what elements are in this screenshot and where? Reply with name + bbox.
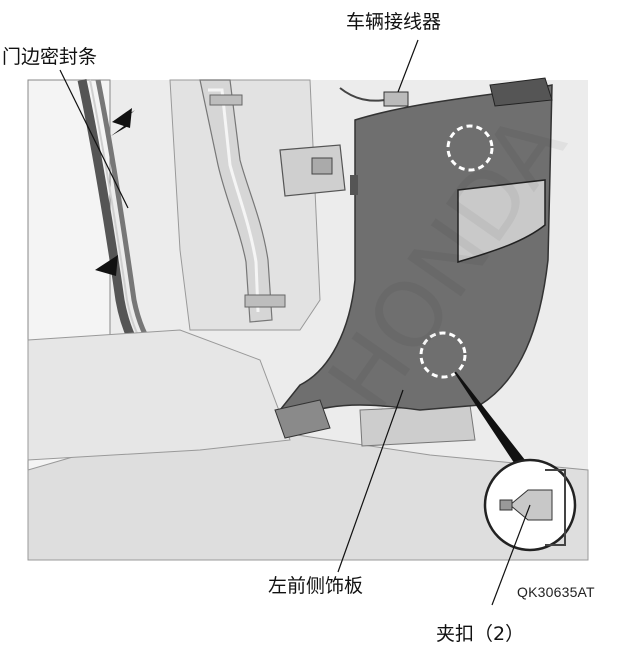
sill-step — [27, 329, 291, 461]
leader-clip — [491, 504, 531, 606]
seal-arrow-lower-head — [95, 255, 118, 276]
clip-detail-stem — [499, 499, 513, 511]
pipe-clamp-bottom — [244, 294, 286, 308]
figure-code: QK30635AT — [517, 584, 595, 600]
module-socket — [311, 157, 333, 175]
pipe-clamp-top — [209, 94, 243, 106]
label-harness-connector: 车辆接线器 — [346, 11, 442, 33]
pipe-highlight — [208, 88, 260, 313]
label-front-side-panel: 左前侧饰板 — [268, 575, 364, 597]
clip-location-upper — [446, 124, 494, 172]
panel-side-tab — [350, 175, 358, 195]
seal-arrow-upper-head — [112, 108, 132, 128]
harness-wire — [339, 87, 386, 102]
clip-detail-panel-edge — [545, 469, 566, 546]
harness-connector-plug — [383, 91, 409, 107]
panel-handle-opening — [457, 179, 546, 264]
leader-panel — [337, 389, 404, 573]
clip-location-lower — [419, 331, 467, 379]
panel-top-cap — [489, 77, 553, 107]
leader-door-seal — [59, 69, 129, 209]
vertical-pipe — [199, 79, 273, 323]
label-door-seal: 门边密封条 — [2, 46, 98, 68]
leader-harness — [397, 39, 419, 93]
label-clip: 夹扣（2） — [436, 623, 525, 645]
panel-lower-tab — [274, 399, 331, 439]
